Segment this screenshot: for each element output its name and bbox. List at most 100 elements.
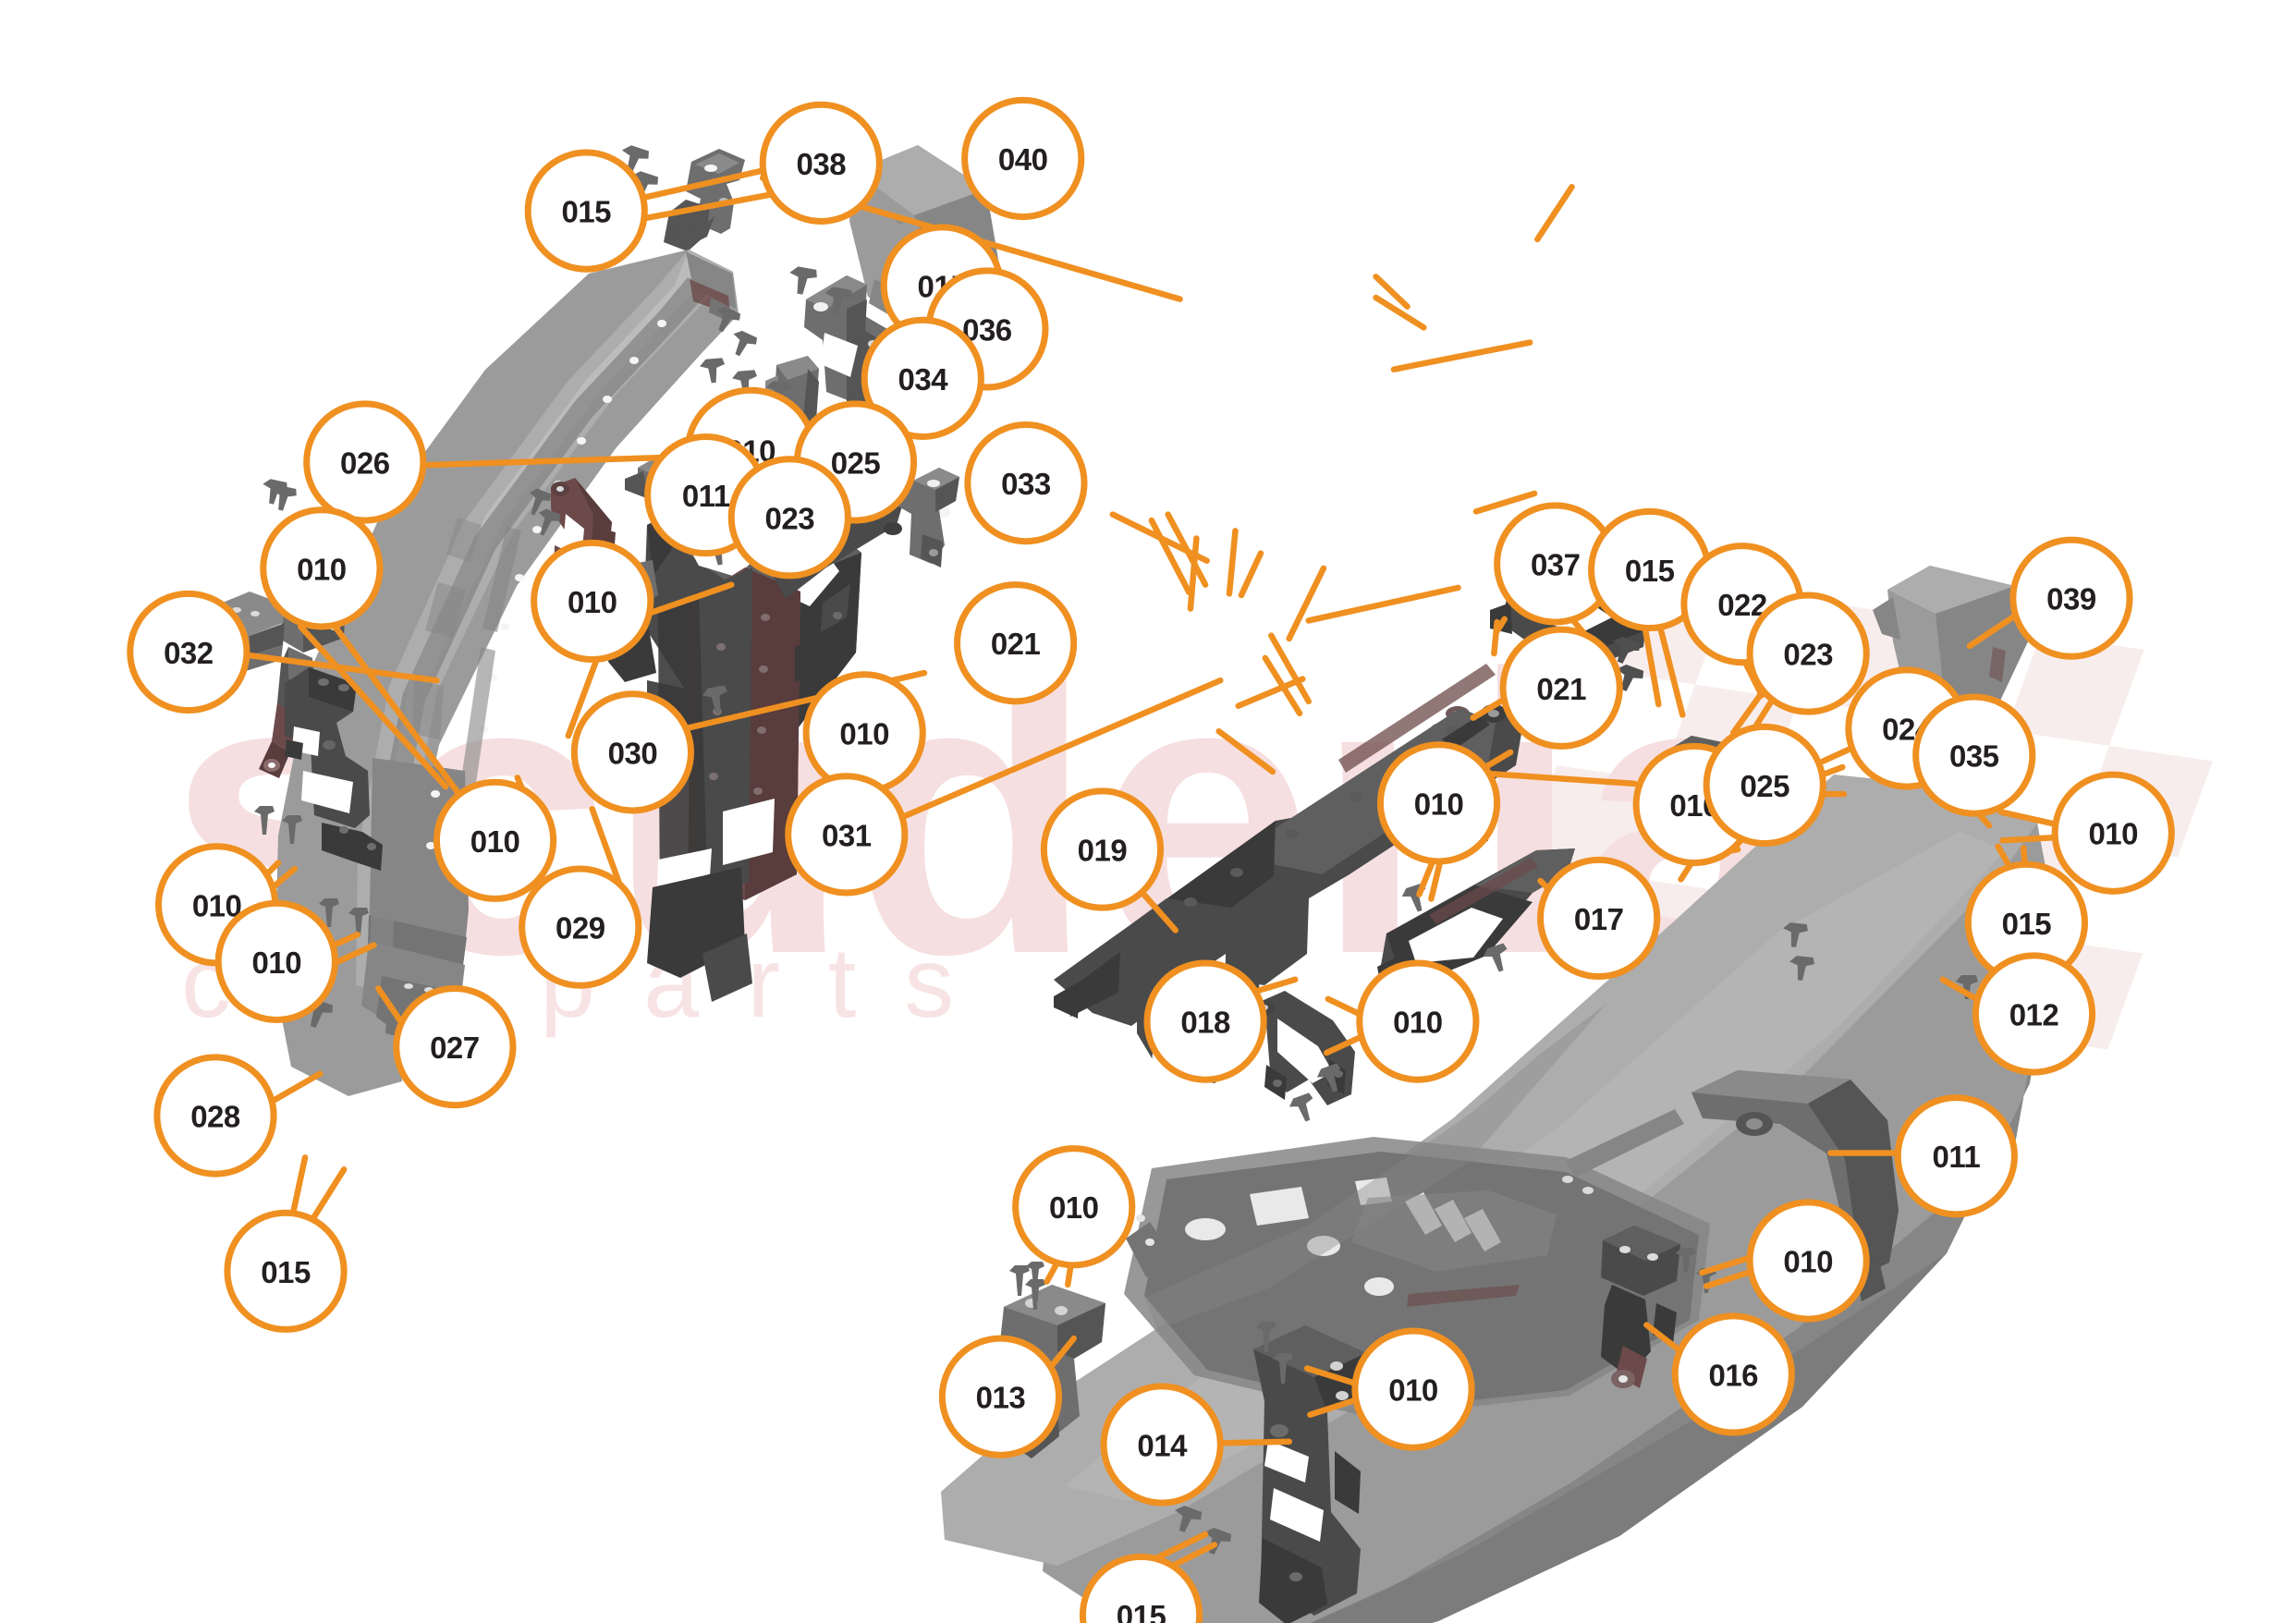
callout-circle[interactable] bbox=[727, 456, 851, 580]
callout-015[interactable]: 015 bbox=[1079, 1553, 1203, 1623]
callout-010[interactable]: 010 bbox=[1351, 1327, 1475, 1451]
callout-circle[interactable] bbox=[1703, 723, 1826, 848]
callout-circle[interactable] bbox=[1040, 787, 1165, 911]
callout-circle[interactable] bbox=[1499, 626, 1623, 750]
callout-number: 026 bbox=[340, 445, 390, 480]
callout-030[interactable]: 030 bbox=[570, 690, 695, 814]
callout-circle[interactable] bbox=[1746, 1199, 1870, 1323]
callout-015[interactable]: 015 bbox=[224, 1209, 348, 1333]
callout-circle[interactable] bbox=[938, 1335, 1063, 1458]
callout-circle[interactable] bbox=[393, 984, 517, 1109]
callout-018[interactable]: 018 bbox=[1143, 959, 1267, 1083]
callout-034[interactable]: 034 bbox=[861, 316, 984, 440]
callout-circle[interactable] bbox=[524, 149, 648, 273]
callout-circle[interactable] bbox=[2009, 536, 2133, 660]
callout-circle[interactable] bbox=[961, 96, 1085, 221]
callout-019[interactable]: 019 bbox=[1040, 787, 1165, 911]
callout-012[interactable]: 012 bbox=[1972, 952, 2096, 1076]
callout-circle[interactable] bbox=[224, 1209, 348, 1333]
callout-leader-015 bbox=[1153, 1531, 1209, 1562]
callout-021[interactable]: 021 bbox=[954, 581, 1078, 705]
callout-013[interactable]: 013 bbox=[938, 1335, 1063, 1458]
callout-circle[interactable] bbox=[1079, 1553, 1203, 1623]
callout-010[interactable]: 010 bbox=[1356, 959, 1480, 1083]
callout-leader-010 bbox=[1428, 858, 1444, 902]
callout-circle[interactable] bbox=[127, 590, 250, 714]
callout-leader-010 bbox=[1703, 1268, 1756, 1289]
callout-023[interactable]: 023 bbox=[1746, 592, 1870, 715]
callout-circle[interactable] bbox=[153, 1054, 277, 1178]
callout-017[interactable]: 017 bbox=[1537, 856, 1661, 981]
callout-circle[interactable] bbox=[1671, 1312, 1795, 1436]
callout-circle[interactable] bbox=[1143, 959, 1267, 1083]
callout-028[interactable]: 028 bbox=[153, 1054, 277, 1178]
callout-number: 015 bbox=[261, 1255, 311, 1289]
callout-010[interactable]: 010 bbox=[802, 671, 926, 795]
callout-circle[interactable] bbox=[1894, 1094, 2018, 1218]
callout-leader-015 bbox=[1995, 843, 2013, 871]
callout-027[interactable]: 027 bbox=[393, 984, 517, 1109]
callout-leader-010 bbox=[1477, 770, 1638, 787]
callout-031[interactable]: 031 bbox=[785, 773, 909, 897]
callout-015[interactable]: 015 bbox=[1588, 507, 1712, 632]
callout-021[interactable]: 021 bbox=[1499, 626, 1623, 750]
callout-010[interactable]: 010 bbox=[1376, 741, 1501, 865]
callout-039[interactable]: 039 bbox=[2009, 536, 2133, 660]
callout-026[interactable]: 026 bbox=[303, 400, 427, 524]
callout-circle[interactable] bbox=[954, 581, 1078, 705]
callout-number: 015 bbox=[1117, 1599, 1166, 1623]
callout-010[interactable]: 010 bbox=[1746, 1199, 1870, 1323]
callout-035[interactable]: 035 bbox=[1912, 693, 2036, 817]
callout-circle[interactable] bbox=[570, 690, 695, 814]
callout-number: 035 bbox=[1949, 739, 1999, 774]
callout-023[interactable]: 023 bbox=[727, 456, 851, 580]
callout-032[interactable]: 032 bbox=[127, 590, 250, 714]
callout-circle[interactable] bbox=[1012, 1145, 1136, 1269]
callout-010[interactable]: 010 bbox=[433, 778, 557, 902]
callout-circle[interactable] bbox=[1746, 592, 1870, 715]
callout-circle[interactable] bbox=[759, 101, 883, 225]
callout-circle[interactable] bbox=[1912, 693, 2036, 817]
callout-010[interactable]: 010 bbox=[260, 506, 384, 630]
callout-circle[interactable] bbox=[260, 506, 384, 630]
callout-number: 010 bbox=[252, 946, 302, 980]
callout-circle[interactable] bbox=[2051, 771, 2175, 895]
callout-leader-010 bbox=[1286, 565, 1327, 642]
callout-circle[interactable] bbox=[1351, 1327, 1475, 1451]
callout-015[interactable]: 015 bbox=[524, 149, 648, 273]
callout-leader-021 bbox=[1491, 618, 1500, 657]
callout-circle[interactable] bbox=[531, 539, 654, 664]
callout-circle[interactable] bbox=[964, 421, 1088, 545]
callout-number: 010 bbox=[1049, 1190, 1099, 1225]
callout-circle[interactable] bbox=[303, 400, 427, 524]
callout-circle[interactable] bbox=[1972, 952, 2096, 1076]
callout-number: 038 bbox=[797, 147, 847, 181]
callout-025[interactable]: 025 bbox=[1703, 723, 1826, 848]
callout-033[interactable]: 033 bbox=[964, 421, 1088, 545]
callout-010[interactable]: 010 bbox=[531, 539, 654, 664]
callout-014[interactable]: 014 bbox=[1100, 1383, 1224, 1507]
callout-010[interactable]: 010 bbox=[214, 899, 338, 1023]
callout-038[interactable]: 038 bbox=[759, 101, 883, 225]
callout-circle[interactable] bbox=[1356, 959, 1480, 1083]
callout-leader-015 bbox=[1373, 294, 1427, 331]
callout-number: 017 bbox=[1574, 902, 1624, 936]
callout-circle[interactable] bbox=[785, 773, 909, 897]
callout-circle[interactable] bbox=[861, 316, 984, 440]
callout-circle[interactable] bbox=[519, 865, 642, 989]
callout-010[interactable]: 010 bbox=[1012, 1145, 1136, 1269]
callout-leader-010 bbox=[332, 942, 377, 967]
callout-016[interactable]: 016 bbox=[1671, 1312, 1795, 1436]
part-014-bracket bbox=[1253, 1325, 1366, 1623]
callout-number: 030 bbox=[608, 736, 658, 770]
callout-circle[interactable] bbox=[1537, 856, 1661, 981]
callout-circle[interactable] bbox=[1100, 1383, 1224, 1507]
callout-040[interactable]: 040 bbox=[961, 96, 1085, 221]
callout-circle[interactable] bbox=[1376, 741, 1501, 865]
callout-029[interactable]: 029 bbox=[519, 865, 642, 989]
callout-circle[interactable] bbox=[433, 778, 557, 902]
callout-010[interactable]: 010 bbox=[2051, 771, 2175, 895]
callout-circle[interactable] bbox=[214, 899, 338, 1023]
callout-011[interactable]: 011 bbox=[1894, 1094, 2018, 1218]
